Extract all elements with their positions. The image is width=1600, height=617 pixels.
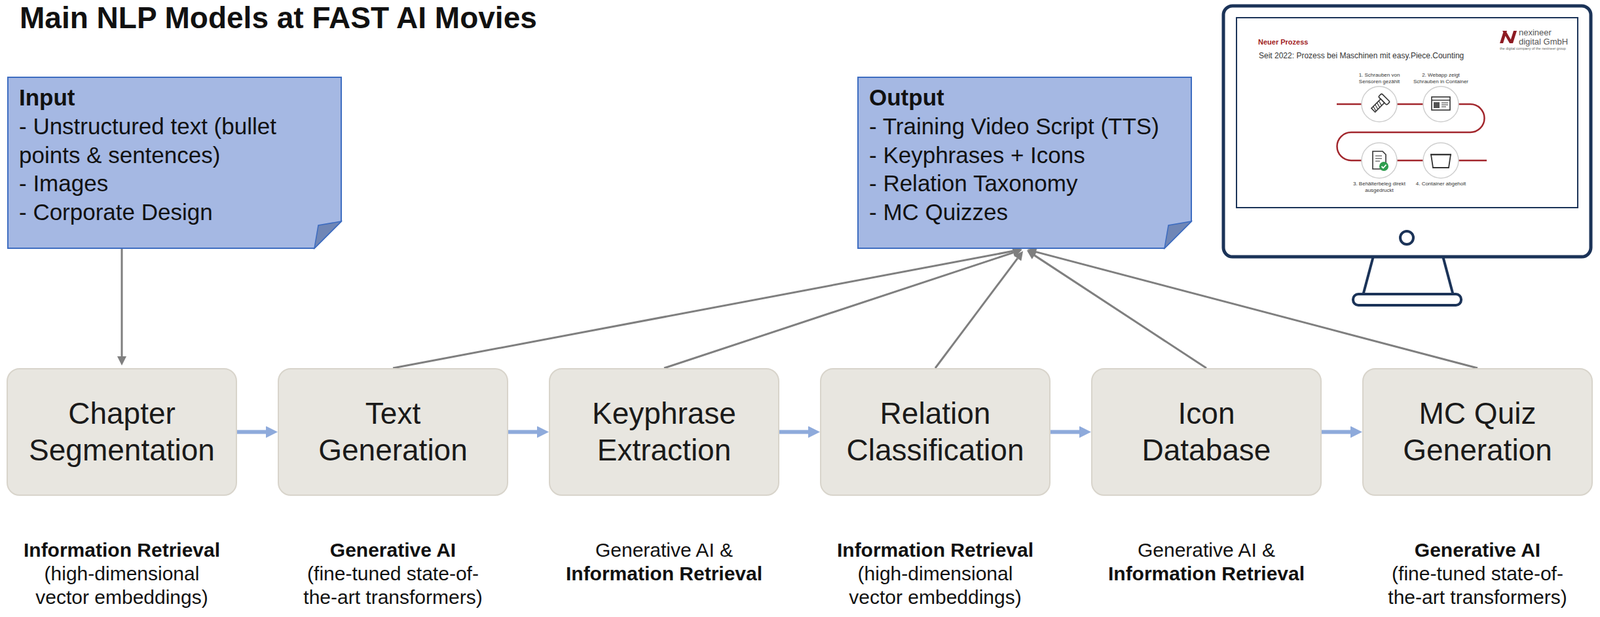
logo-mark	[1499, 30, 1517, 44]
process-box: Icon Database	[1091, 368, 1322, 496]
monitor-button	[1400, 231, 1414, 245]
logo-text: nexineer	[1518, 27, 1552, 38]
method-caption: Information Retrieval	[3, 538, 240, 562]
logo-tagline: the digital company of the nexineer grou…	[1499, 46, 1566, 52]
step-circle	[1361, 86, 1397, 122]
connector-arrow	[935, 258, 1018, 369]
process-box: Relation Classification	[819, 368, 1051, 496]
method-caption: Information Retrieval	[817, 538, 1054, 562]
slide-screen	[1236, 17, 1578, 208]
diagram-title: Main NLP Models at FAST AI Movies	[19, 0, 538, 37]
method-caption: (high-dimensional vector embeddings)	[23, 561, 221, 610]
note-box: Output- Training Video Script (TTS)- Key…	[857, 76, 1192, 249]
note-item: - Corporate Design	[18, 197, 336, 227]
box-label: Keyphrase Extraction	[569, 395, 759, 468]
method-caption: Generative AI	[275, 538, 511, 562]
note-item: - MC Quizzes	[869, 197, 1186, 227]
note-fold	[314, 221, 342, 249]
connector-arrow	[392, 250, 1014, 369]
step-circle	[1423, 86, 1459, 122]
screw-icon	[1368, 93, 1390, 115]
process-line	[1336, 104, 1487, 161]
method-caption: Generative AI &	[546, 538, 782, 562]
step-circle	[1361, 142, 1397, 179]
process-box: Text Generation	[277, 368, 509, 496]
note-item: - Training Video Script (TTS)	[869, 111, 1186, 141]
box-label: Relation Classification	[840, 395, 1030, 468]
connector-arrow	[1050, 430, 1080, 435]
method-caption: Information Retrieval	[546, 561, 782, 586]
note-item: - Relation Taxonomy	[869, 168, 1186, 198]
note-box: Input- Unstructured text (bullet points …	[7, 76, 342, 249]
note-shape	[7, 77, 342, 249]
note-shape	[857, 77, 1192, 249]
step-label: 1. Schrauben von Sensoren gezählt	[1349, 72, 1410, 85]
note-content: Output- Training Video Script (TTS)- Key…	[869, 83, 1186, 227]
connector-arrow	[1321, 430, 1351, 435]
container-icon	[1430, 154, 1452, 168]
step-label: 4. Container abgeholt	[1410, 180, 1471, 188]
box-label: Chapter Segmentation	[27, 395, 217, 468]
box-label: Text Generation	[298, 395, 488, 468]
method-caption: (fine-tuned state-of-the-art transformer…	[1379, 561, 1576, 610]
document-icon	[1372, 151, 1389, 171]
process-box: MC Quiz Generation	[1362, 368, 1593, 496]
note-item: - Keyphrases + Icons	[869, 140, 1186, 170]
note-item: - Images	[18, 168, 336, 198]
webapp-icon	[1431, 96, 1451, 111]
connector-arrow	[237, 430, 266, 435]
box-label: Icon Database	[1112, 395, 1301, 468]
monitor-base	[1353, 294, 1462, 306]
monitor-frame	[1223, 5, 1591, 257]
method-caption: (high-dimensional vector embeddings)	[837, 561, 1034, 610]
connector-arrow	[121, 248, 124, 357]
note-fold	[1164, 221, 1192, 249]
monitor-neck	[1362, 256, 1454, 296]
logo-text: digital GmbH	[1518, 36, 1568, 48]
method-caption: Information Retrieval	[1088, 561, 1325, 586]
connector-arrow	[508, 430, 538, 435]
connector-arrow	[664, 252, 1014, 369]
note-content: Input- Unstructured text (bullet points …	[18, 83, 336, 227]
process-box: Keyphrase Extraction	[548, 368, 780, 496]
slide-title: Neuer Prozess	[1258, 37, 1308, 47]
slide-subtitle: Seit 2022: Prozess bei Maschinen mit eas…	[1258, 51, 1464, 61]
note-item: - Unstructured text (bullet points & sen…	[18, 111, 336, 170]
method-caption: (fine-tuned state-of-the-art transformer…	[294, 561, 492, 610]
step-label: 2. Webapp zeigt Schrauben in Container	[1410, 72, 1471, 85]
method-caption: Generative AI	[1359, 538, 1596, 562]
note-heading: Output	[869, 83, 1186, 112]
process-box: Chapter Segmentation	[6, 368, 238, 496]
method-caption: Generative AI &	[1088, 538, 1325, 562]
box-label: MC Quiz Generation	[1383, 395, 1572, 468]
connector-arrow	[779, 430, 809, 435]
note-heading: Input	[18, 83, 336, 112]
step-circle	[1423, 142, 1459, 179]
connector-arrow	[1036, 252, 1478, 369]
step-label: 3. Behälterbeleg direkt ausgedruckt	[1349, 180, 1410, 194]
connector-arrow	[1034, 255, 1207, 369]
